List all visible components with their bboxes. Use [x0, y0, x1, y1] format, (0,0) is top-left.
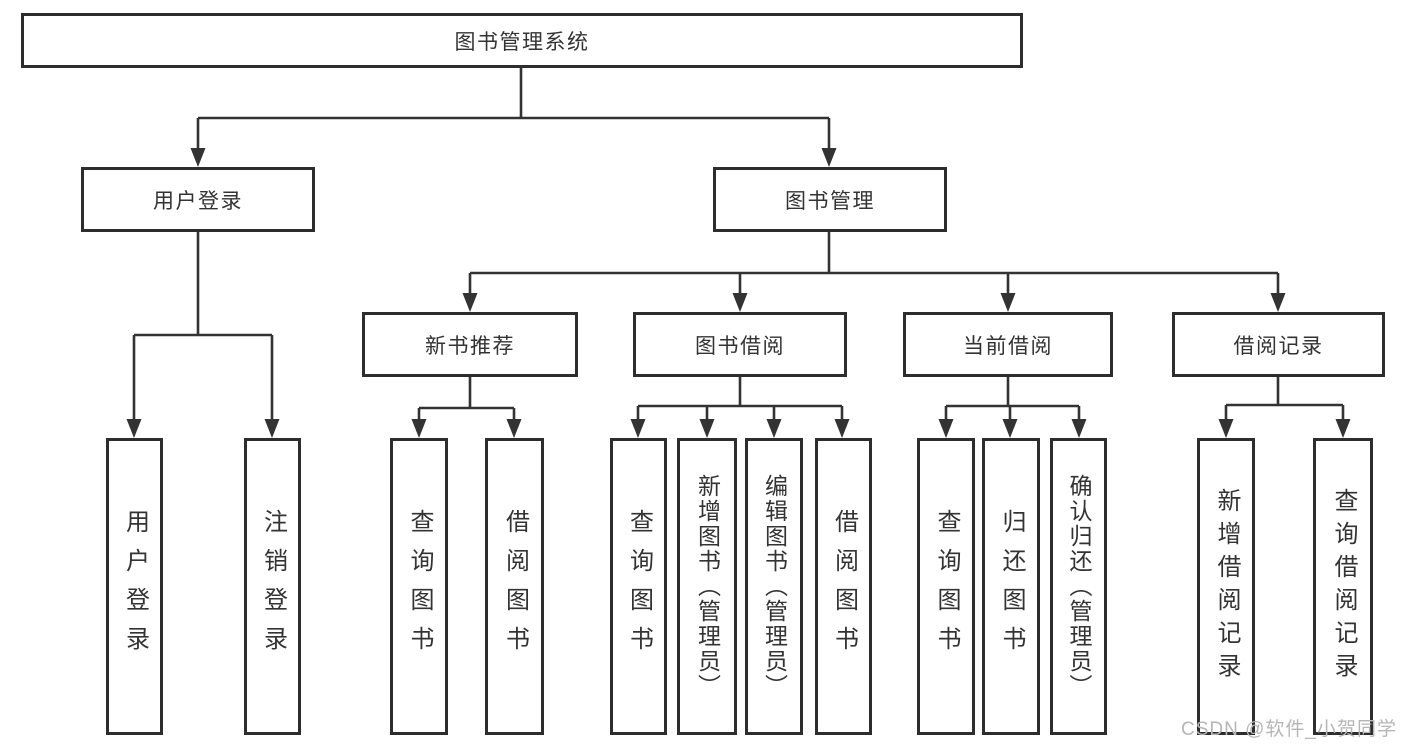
- node-new-book-recommend: 新书推荐: [362, 312, 578, 377]
- leaf-current-query-books: 查询图书: [917, 438, 975, 735]
- leaf-logout: 注销登录: [244, 438, 301, 735]
- leaf-current-confirm-return-admin-label: 确认归还（管理员）: [1066, 474, 1092, 699]
- node-book-management-label: 图书管理: [785, 189, 875, 213]
- leaf-user-login: 用户登录: [106, 438, 163, 735]
- node-book-borrowing-label: 图书借阅: [695, 334, 785, 358]
- node-borrow-records-label: 借阅记录: [1233, 334, 1324, 358]
- arrowhead-icons: [126, 148, 1351, 438]
- node-current-borrowing-label: 当前借阅: [963, 334, 1053, 358]
- leaf-recommend-borrow-books: 借阅图书: [485, 438, 544, 735]
- leaf-borrowing-add-books-admin-label: 新增图书（管理员）: [694, 474, 721, 699]
- leaf-records-query-record: 查询借阅记录: [1313, 438, 1373, 735]
- node-book-borrowing: 图书借阅: [633, 312, 847, 377]
- leaf-borrowing-edit-books-admin: 编辑图书（管理员）: [745, 438, 803, 735]
- connector-lines: [132, 68, 1345, 421]
- leaf-current-confirm-return-admin: 确认归还（管理员）: [1050, 438, 1107, 735]
- node-user-login: 用户登录: [81, 167, 315, 232]
- leaf-borrowing-query-books: 查询图书: [610, 438, 667, 735]
- leaf-borrowing-edit-books-admin-label: 编辑图书（管理员）: [761, 474, 788, 699]
- node-new-book-recommend-label: 新书推荐: [425, 334, 515, 358]
- leaf-borrowing-borrow-books-label: 借阅图书: [830, 508, 858, 665]
- leaf-records-query-record-label: 查询借阅记录: [1330, 487, 1357, 686]
- leaf-borrowing-add-books-admin: 新增图书（管理员）: [677, 438, 737, 735]
- leaf-logout-label: 注销登录: [259, 508, 287, 665]
- leaf-recommend-query-books: 查询图书: [390, 438, 448, 735]
- leaf-records-add-record: 新增借阅记录: [1197, 438, 1255, 735]
- node-user-login-label: 用户登录: [153, 189, 243, 213]
- leaf-recommend-query-books-label: 查询图书: [406, 508, 433, 665]
- leaf-records-add-record-label: 新增借阅记录: [1213, 487, 1240, 686]
- node-borrow-records: 借阅记录: [1172, 312, 1385, 377]
- leaf-recommend-borrow-books-label: 借阅图书: [501, 508, 529, 665]
- leaf-user-login-label: 用户登录: [121, 508, 149, 665]
- node-root-label: 图书管理系统: [454, 30, 590, 54]
- node-current-borrowing: 当前借阅: [903, 312, 1113, 377]
- leaf-current-return-books-label: 归还图书: [998, 508, 1025, 665]
- node-book-management: 图书管理: [713, 167, 947, 232]
- leaf-current-return-books: 归还图书: [982, 438, 1040, 735]
- node-root: 图书管理系统: [21, 13, 1023, 68]
- csdn-watermark: CSDN @软件_小贺同学: [1181, 719, 1397, 740]
- leaf-current-query-books-label: 查询图书: [933, 508, 960, 665]
- leaf-borrowing-borrow-books: 借阅图书: [815, 438, 872, 735]
- leaf-borrowing-query-books-label: 查询图书: [625, 508, 653, 665]
